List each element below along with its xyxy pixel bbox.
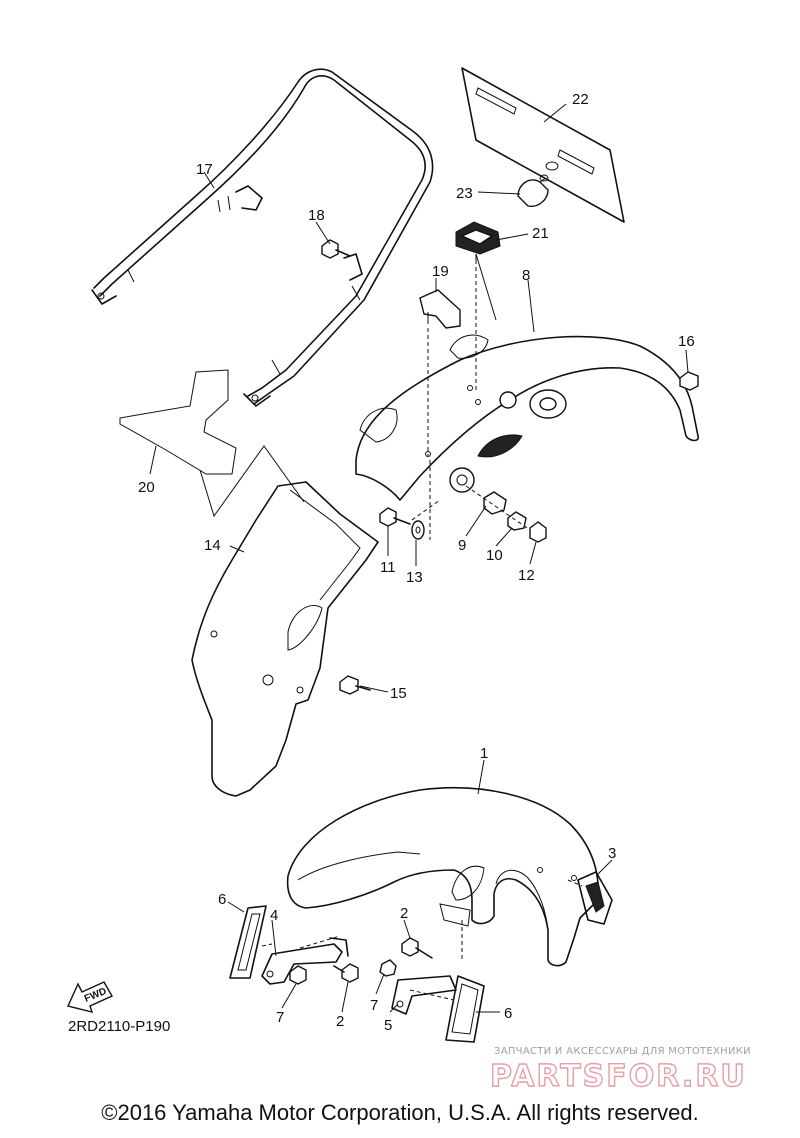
assembly-lines [261, 260, 583, 1001]
callout-15: 15 [390, 685, 407, 702]
part-2-bolt-upper [401, 937, 433, 959]
callout-8: 8 [522, 267, 530, 284]
part-2-bolt-lower [333, 963, 359, 983]
callout-16: 16 [678, 333, 695, 350]
callout-19: 19 [432, 263, 449, 280]
part-17-grab-bar [91, 68, 434, 407]
watermark-tagline: ЗАПЧАСТИ И АКСЕССУАРЫ ДЛЯ МОТОТЕХНИКИ [494, 1046, 751, 1057]
callout-14: 14 [204, 537, 221, 554]
callout-7-left: 7 [276, 1009, 284, 1026]
part-1-front-fender [286, 787, 600, 967]
leader-lines [149, 103, 689, 1013]
callout-22: 22 [572, 91, 589, 108]
callout-6-left: 6 [218, 891, 226, 908]
part-8-rear-fender [355, 334, 700, 501]
callouts: 17 18 22 23 21 19 8 16 20 14 9 10 12 11 … [138, 91, 695, 1034]
callout-3: 3 [608, 845, 616, 862]
part-21-clip [455, 221, 501, 255]
callout-6-right: 6 [504, 1005, 512, 1022]
callout-1: 1 [480, 745, 488, 762]
part-14-inner-fender [191, 481, 379, 797]
callout-2-upper: 2 [400, 905, 408, 922]
part-12-nut [529, 521, 547, 543]
callout-18: 18 [308, 207, 325, 224]
part-19-bracket [419, 289, 461, 329]
part-6-reflector-left [229, 905, 267, 979]
callout-17: 17 [196, 161, 213, 178]
callout-12: 12 [518, 567, 535, 584]
callout-21: 21 [532, 225, 549, 242]
part-15-bolt [339, 675, 371, 695]
copyright-notice: ©2016 Yamaha Motor Corporation, U.S.A. A… [101, 1100, 699, 1125]
callout-2-lower: 2 [336, 1013, 344, 1030]
watermark-logo: PARTSFOR.RU [490, 1059, 747, 1094]
callout-5: 5 [384, 1017, 392, 1034]
part-11-bolt [379, 507, 411, 527]
part-9-collar [483, 491, 507, 515]
part-4-stay [261, 937, 349, 985]
callout-9: 9 [458, 537, 466, 554]
part-23-damper [517, 177, 549, 207]
callout-23: 23 [456, 185, 473, 202]
diagram-code: 2RD2110-P190 [68, 1018, 170, 1035]
part-22-plate-bracket [461, 67, 625, 223]
part-7-nut-right [379, 959, 397, 977]
callout-20: 20 [138, 479, 155, 496]
part-3-reflector [577, 871, 613, 925]
callout-10: 10 [486, 547, 503, 564]
callout-13: 13 [406, 569, 423, 586]
part-6-reflector-right [445, 975, 485, 1043]
watermark: ЗАПЧАСТИ И АКСЕССУАРЫ ДЛЯ МОТОТЕХНИКИ PA… [489, 1046, 751, 1095]
callout-7-right: 7 [370, 997, 378, 1014]
callout-11: 11 [380, 559, 396, 576]
part-5-stay [391, 975, 457, 1015]
part-10-spacer [507, 511, 527, 531]
part-7-nut-left [289, 965, 307, 985]
part-16-nut [679, 371, 699, 391]
fwd-arrow-icon: FWD [67, 981, 113, 1013]
callout-4: 4 [270, 907, 278, 924]
part-18-bolt [321, 239, 351, 259]
part-20-sheet [119, 369, 237, 475]
part-13-washer [411, 520, 425, 540]
